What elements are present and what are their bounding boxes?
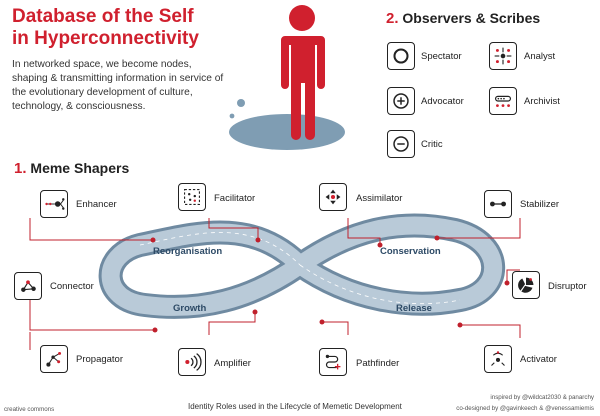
section-number: 2.: [386, 10, 399, 27]
figure-caption: Identity Roles used in the Lifecycle of …: [188, 402, 402, 411]
role-label-advocator: Advocator: [421, 96, 464, 107]
analyst-icon[interactable]: [489, 42, 517, 70]
role-label-disruptor: Disruptor: [548, 281, 587, 292]
circle-icon[interactable]: [387, 42, 415, 70]
stabilizer-icon[interactable]: [484, 190, 512, 218]
section-title: Observers & Scribes: [402, 10, 541, 26]
credit-inspired: inspired by @wildcat2030 & panarchy: [490, 394, 594, 401]
connector-endpoints: [150, 235, 510, 333]
license-text: creative commons: [4, 406, 55, 413]
credit-codesigned: co-designed by @gavinkeech & @venessamie…: [456, 405, 594, 412]
activator-icon[interactable]: [484, 345, 512, 373]
role-label-facilitator: Facilitator: [214, 193, 256, 204]
section-number: 1.: [14, 160, 27, 177]
enhancer-icon[interactable]: [40, 190, 68, 218]
role-label-propagator: Propagator: [76, 354, 124, 365]
shadow-dot: [229, 113, 235, 119]
observers-heading: 2. Observers & Scribes: [386, 10, 540, 27]
role-label-spectator: Spectator: [421, 51, 462, 62]
stage-growth: Growth: [173, 303, 207, 314]
amplifier-icon[interactable]: [178, 348, 206, 376]
role-label-critic: Critic: [421, 139, 443, 150]
role-label-pathfinder: Pathfinder: [356, 358, 400, 369]
person-figure: [281, 5, 325, 140]
role-label-analyst: Analyst: [524, 51, 556, 62]
role-label-amplifier: Amplifier: [214, 358, 251, 369]
stage-release: Release: [396, 303, 432, 314]
role-label-stabilizer: Stabilizer: [520, 199, 560, 210]
plus-circle-icon[interactable]: [387, 87, 415, 115]
connector-lines: [29, 218, 521, 350]
propagator-icon[interactable]: [40, 345, 68, 373]
shadow-dot: [237, 99, 245, 107]
archivist-icon[interactable]: [489, 87, 517, 115]
section-title: Meme Shapers: [30, 160, 130, 176]
intro-text: In networked space, we become nodes, sha…: [12, 59, 224, 112]
pathfinder-icon[interactable]: [319, 348, 347, 376]
lifecycle-loop: [98, 213, 506, 319]
role-label-connector: Connector: [50, 281, 94, 292]
disruptor-icon[interactable]: [512, 271, 540, 299]
figure-shadow: [229, 114, 345, 150]
minus-circle-icon[interactable]: [387, 130, 415, 158]
title-line-2: in Hyperconnectivity: [12, 28, 199, 49]
stage-conservation: Conservation: [380, 246, 441, 257]
role-label-enhancer: Enhancer: [76, 199, 117, 210]
page-title: Database of the Self in Hyperconnectivit…: [12, 6, 242, 50]
role-label-activator: Activator: [520, 354, 557, 365]
stage-reorganisation: Reorganisation: [153, 246, 223, 257]
meme-shapers-heading: 1. Meme Shapers: [14, 160, 129, 177]
connector-icon[interactable]: [14, 272, 42, 300]
assimilator-icon[interactable]: [319, 183, 347, 211]
role-label-assimilator: Assimilator: [356, 193, 403, 204]
role-label-archivist: Archivist: [524, 96, 560, 107]
title-line-1: Database of the Self: [12, 6, 194, 27]
facilitator-icon[interactable]: [178, 183, 206, 211]
